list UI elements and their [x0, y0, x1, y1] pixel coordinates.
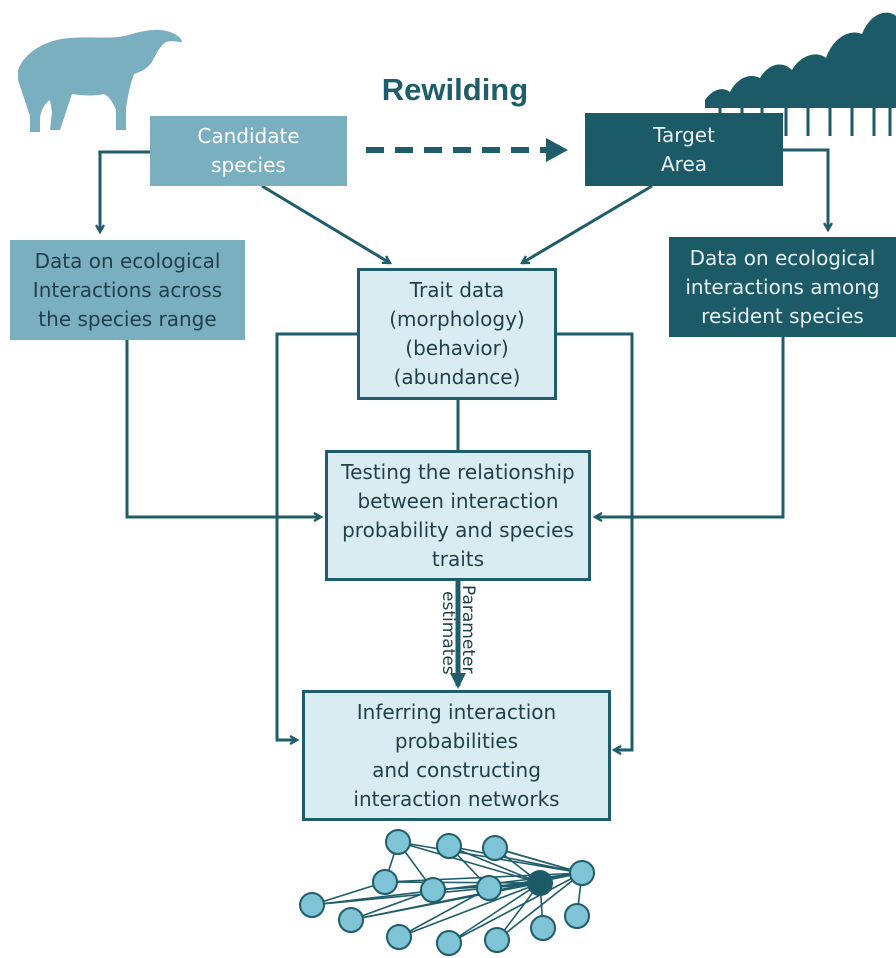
- data-range-label: Data on ecological Interactions across t…: [32, 248, 223, 331]
- network-edge: [398, 882, 541, 938]
- connector-lines: [100, 148, 828, 750]
- trait-data-box: Trait data (morphology) (behavior) (abun…: [357, 268, 557, 400]
- arrow-resident-to-testing: [595, 337, 785, 517]
- rewilding-arrow: [366, 138, 568, 162]
- network-focal-node: [527, 870, 553, 896]
- network-node: [484, 927, 510, 953]
- arrow-candidate-to-trait: [261, 184, 390, 265]
- data-range-box: Data on ecological Interactions across t…: [10, 240, 245, 340]
- network-node: [299, 892, 325, 918]
- network-edge: [384, 881, 541, 884]
- tapir-icon: [18, 29, 182, 133]
- network-node: [385, 829, 411, 855]
- target-area-label: Target Area: [653, 122, 715, 176]
- trait-data-label: Trait data (morphology) (behavior) (abun…: [389, 278, 525, 389]
- network-node: [476, 875, 502, 901]
- arrow-target-to-trait: [522, 184, 653, 265]
- network-node: [482, 835, 508, 861]
- diagram-title: Rewilding: [381, 72, 529, 107]
- arrow-trait-to-inferring-right: [557, 332, 634, 750]
- network-edge: [398, 887, 490, 938]
- inferring-label: Inferring interaction probabilities and …: [353, 699, 560, 811]
- network-node: [436, 930, 462, 956]
- interaction-network-icon: [299, 829, 595, 956]
- network-edge: [448, 872, 583, 944]
- network-edge: [496, 872, 583, 941]
- testing-label: Testing the relationship between interac…: [341, 459, 575, 571]
- network-node: [372, 869, 398, 895]
- candidate-species-box: Candidate species: [150, 116, 347, 186]
- inferring-box: Inferring interaction probabilities and …: [302, 690, 611, 821]
- data-resident-box: Data on ecological interactions among re…: [669, 237, 896, 337]
- network-node: [420, 877, 446, 903]
- candidate-species-label: Candidate species: [197, 124, 300, 177]
- network-edge: [350, 889, 434, 921]
- network-node: [530, 915, 556, 941]
- arrow-trait-to-inferring-left: [275, 332, 357, 740]
- target-area-box: Target Area: [585, 113, 783, 186]
- estimates-label: estimates: [438, 591, 458, 675]
- arrow-target-to-resident: [782, 148, 828, 230]
- network-edge: [448, 845, 541, 884]
- arrow-range-to-testing: [125, 340, 321, 517]
- testing-box: Testing the relationship between interac…: [325, 450, 591, 581]
- arrow-candidate-to-range: [100, 150, 150, 232]
- network-node: [338, 907, 364, 933]
- network-node: [569, 860, 595, 886]
- network-edge: [494, 847, 583, 874]
- parameter-label: Parameter: [458, 585, 478, 674]
- network-node: [386, 924, 412, 950]
- network-edge: [448, 882, 541, 944]
- network-node: [564, 903, 590, 929]
- network-node: [436, 833, 462, 859]
- data-resident-label: Data on ecological interactions among re…: [685, 245, 880, 328]
- network-edge: [448, 845, 583, 874]
